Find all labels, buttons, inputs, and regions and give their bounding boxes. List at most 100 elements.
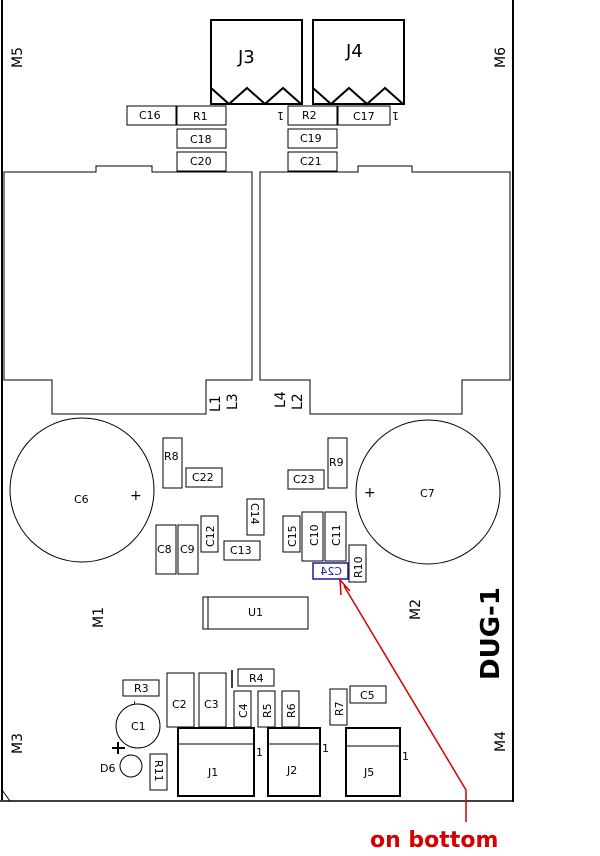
capacitor-c1-label: C1 <box>131 720 146 733</box>
board-name: DUG-1 <box>476 587 506 680</box>
capacitor-c6-label: C6 <box>74 493 89 506</box>
svg-text:R8: R8 <box>164 450 179 463</box>
capacitor-c7-label: C7 <box>420 487 435 500</box>
pin-one-mark: 1 <box>402 750 409 763</box>
capacitor-c18: C18 <box>176 128 227 149</box>
resistor-r8: R8 <box>162 437 183 489</box>
pin-one-mark: 1 <box>277 109 284 122</box>
pin-one-mark: 1 <box>322 742 329 755</box>
svg-text:J1: J1 <box>207 766 218 779</box>
capacitor-c20: C20 <box>176 151 227 172</box>
svg-text:C8: C8 <box>157 543 172 556</box>
resistor-r4: R4 <box>237 668 275 687</box>
svg-text:C17: C17 <box>353 110 375 123</box>
capacitor-c19: C19 <box>287 128 338 149</box>
capacitor-c22: C22 <box>185 467 223 488</box>
svg-text:C9: C9 <box>180 543 195 556</box>
resistor-r3: R3 <box>122 679 160 697</box>
svg-text:U1: U1 <box>248 606 263 619</box>
capacitor-c4-label: C4 <box>237 703 250 718</box>
capacitor-c17: C17 <box>337 105 391 126</box>
svg-text:C18: C18 <box>190 133 212 146</box>
resistor-r5 <box>257 690 276 728</box>
polarity-mark: + <box>130 488 142 504</box>
mounting-hole-m3: M3 <box>10 733 26 754</box>
polarity-mark: + <box>364 485 376 501</box>
inductor-l1-label: L1 <box>208 395 224 412</box>
svg-text:C2: C2 <box>172 698 187 711</box>
svg-text:J4: J4 <box>345 41 363 62</box>
inductor-l1-l3 <box>3 165 253 415</box>
mounting-hole-m4: M4 <box>493 731 509 752</box>
resistor-r11-label: R11 <box>152 760 165 782</box>
svg-text:C13: C13 <box>230 544 252 557</box>
capacitor-c3: C3 <box>198 672 227 728</box>
capacitor-c16: C16 <box>126 105 177 126</box>
capacitor-c11 <box>324 511 347 562</box>
capacitor-c14-label: C14 <box>248 503 261 525</box>
capacitor-c6 <box>9 417 155 563</box>
capacitor-c11-label: C11 <box>330 524 343 546</box>
inductor-l4-l2 <box>259 165 511 415</box>
resistor-r1: R1 <box>176 105 227 126</box>
capacitor-c14 <box>246 498 265 536</box>
svg-text:R9: R9 <box>329 456 344 469</box>
capacitor-c24-bottom: C24 <box>312 562 349 580</box>
inductor-l4-label: L4 <box>273 391 289 408</box>
resistor-r6-label: R6 <box>285 703 298 718</box>
svg-text:C24: C24 <box>320 565 342 578</box>
svg-text:R3: R3 <box>134 682 149 695</box>
svg-text:C5: C5 <box>360 689 375 702</box>
capacitor-c23: C23 <box>287 469 325 490</box>
capacitor-c5: C5 <box>349 685 387 704</box>
resistor-r7 <box>329 688 348 726</box>
mounting-hole-m2: M2 <box>408 599 424 620</box>
diode-d6 <box>112 742 143 778</box>
mounting-hole-m1: M1 <box>91 607 107 628</box>
capacitor-c15 <box>282 515 301 553</box>
svg-text:C23: C23 <box>293 473 315 486</box>
capacitor-c21: C21 <box>287 151 338 172</box>
connector-j2: J2 <box>267 727 321 797</box>
resistor-r9: R9 <box>327 437 348 489</box>
ic-u1: U1 <box>202 596 309 630</box>
capacitor-c12 <box>200 515 219 553</box>
inductor-l3-label: L3 <box>225 393 241 410</box>
svg-text:C16: C16 <box>139 109 161 122</box>
annotation-arrow <box>339 577 467 822</box>
svg-text:J2: J2 <box>286 764 297 777</box>
mounting-hole-m6: M6 <box>493 47 509 68</box>
capacitor-c12-label: C12 <box>204 525 217 547</box>
resistor-r11 <box>149 753 168 791</box>
resistor-r5-label: R5 <box>261 703 274 718</box>
svg-text:R4: R4 <box>249 672 264 685</box>
mounting-hole-m5: M5 <box>10 47 26 68</box>
svg-text:J5: J5 <box>363 766 374 779</box>
resistor-r7-label: R7 <box>333 701 346 716</box>
svg-text:R1: R1 <box>193 110 208 123</box>
connector-j4: J4 <box>312 19 405 106</box>
pin-one-mark: 1 <box>392 109 399 122</box>
capacitor-c15-label: C15 <box>286 525 299 547</box>
resistor-r10 <box>348 544 367 583</box>
capacitor-c1 <box>115 703 161 749</box>
connector-j1: J1 <box>177 727 255 797</box>
capacitor-c10-label: C10 <box>308 524 321 546</box>
svg-text:C21: C21 <box>300 155 322 168</box>
svg-text:R2: R2 <box>302 109 317 122</box>
inductor-l2-label: L2 <box>290 393 306 410</box>
svg-text:C3: C3 <box>204 698 219 711</box>
capacitor-c8: C8 <box>155 524 177 575</box>
pin-one-mark: 1 <box>256 746 263 759</box>
resistor-r10-label: R10 <box>352 556 365 578</box>
svg-text:J3: J3 <box>237 47 255 68</box>
svg-text:C19: C19 <box>300 132 322 145</box>
svg-text:C20: C20 <box>190 155 212 168</box>
capacitor-c10 <box>301 511 324 562</box>
capacitor-c9: C9 <box>177 524 199 575</box>
connector-j3: J3 <box>210 19 303 106</box>
connector-j5: J5 <box>345 727 401 797</box>
capacitor-c2: C2 <box>166 672 195 728</box>
capacitor-c13: C13 <box>223 540 261 561</box>
